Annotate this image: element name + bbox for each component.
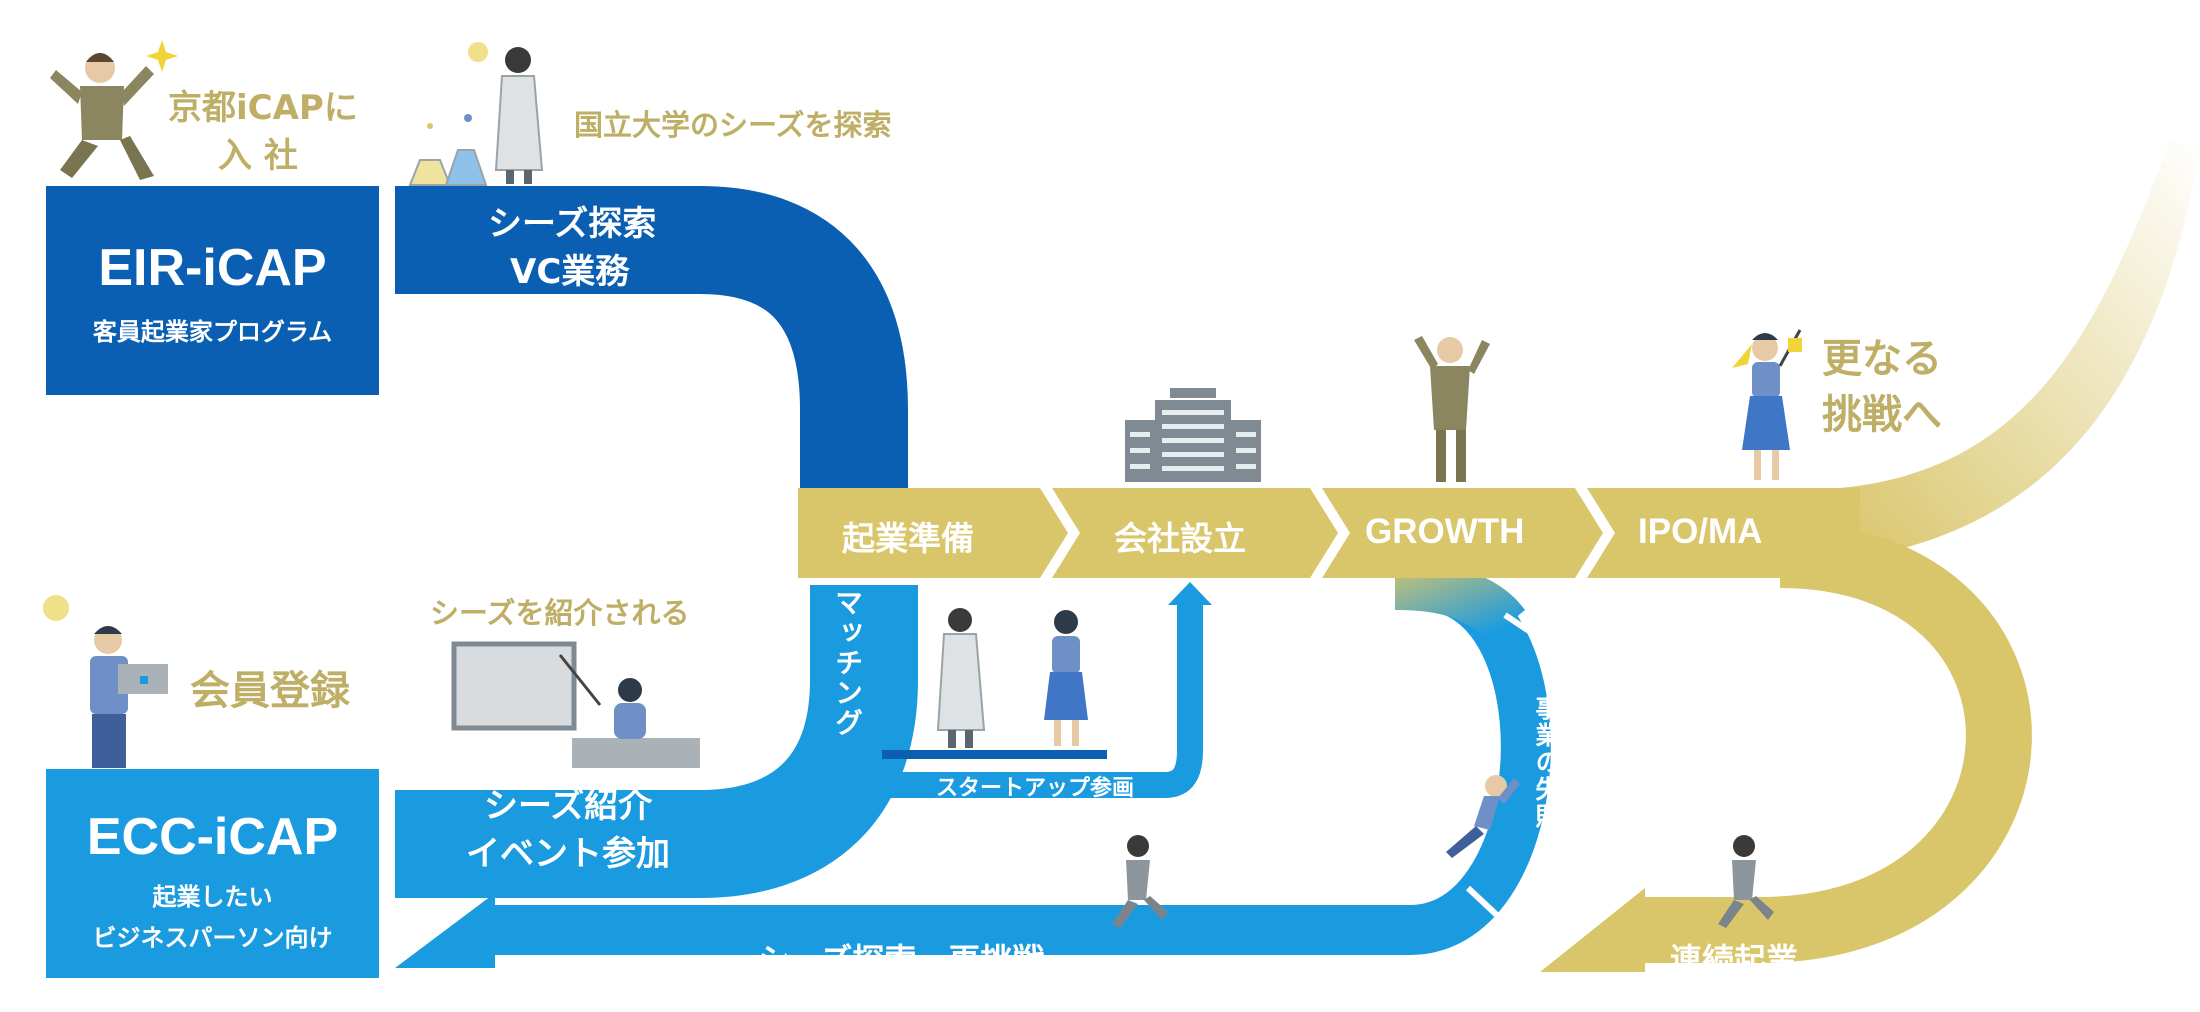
eir-program-box: EIR-iCAP 客員起業家プログラム	[46, 186, 379, 395]
serial-label: 連続起業	[1670, 941, 1799, 979]
runner-retry-icon	[1112, 835, 1168, 928]
building-icon	[1125, 388, 1261, 482]
upper-path-line1: シーズ探索	[488, 204, 657, 244]
matching-label: マッチング	[831, 588, 864, 738]
lower-path-line1: シーズ紹介	[484, 786, 653, 826]
ecc-route-band	[395, 585, 918, 898]
upper-path-caption: 国立大学のシーズを探索	[574, 108, 892, 142]
failure-split-1	[1503, 612, 1552, 648]
person-growth-icon	[1414, 336, 1490, 482]
stage-label-3: GROWTH	[1365, 512, 1525, 551]
eir-subtitle: 客員起業家プログラム	[92, 318, 333, 346]
runner-serial-icon	[1718, 835, 1774, 928]
failure-label: 事業の失敗	[1532, 695, 1561, 830]
ecc-subtitle-line2: ビジネスパーソン向け	[92, 924, 333, 952]
next-challenge-line1: 更なる	[1822, 336, 1942, 382]
stage-chevron-2	[1052, 488, 1338, 578]
startup-join-band	[880, 600, 1203, 798]
failure-loop-gradient	[1395, 560, 1525, 640]
researcher-icon	[408, 42, 544, 186]
person-joining-icon	[50, 40, 178, 180]
eir-box	[46, 186, 379, 395]
failure-split-2	[1465, 885, 1503, 921]
eir-route-band	[395, 186, 908, 495]
startup-join-arrowhead	[1168, 582, 1212, 605]
ecc-entry: 会員登録	[190, 668, 350, 714]
stage-chevron-4	[1587, 488, 1860, 578]
eir-title: EIR-iCAP	[98, 239, 327, 297]
ecc-program-box: ECC-iCAP 起業したい ビジネスパーソン向け	[46, 769, 379, 978]
stage-label-4: IPO/MA	[1638, 512, 1763, 551]
falling-person-icon	[1446, 775, 1520, 858]
lower-path-caption: シーズを紹介される	[430, 596, 690, 630]
next-challenge-line2: 挑戦へ	[1822, 392, 1942, 438]
ecc-title: ECC-iCAP	[86, 808, 339, 866]
serial-loop-band	[1640, 522, 2032, 963]
stage-chevron-3	[1322, 488, 1603, 578]
upper-path-line2: VC業務	[510, 252, 630, 292]
future-fade-band	[1840, 140, 2200, 560]
presentation-board-icon	[451, 641, 700, 768]
ecc-box	[46, 769, 379, 978]
retry-arrowhead	[395, 893, 495, 968]
lower-path-line2: イベント参加	[466, 834, 670, 874]
stage-chevron-1	[798, 488, 1068, 578]
person-with-flag-icon	[1732, 329, 1802, 480]
stage-label-2: 会社設立	[1114, 519, 1246, 558]
serial-loop-arrowhead	[1540, 888, 1645, 972]
startup-join-label: スタートアップ参画	[936, 776, 1135, 801]
member-with-laptop-icon	[43, 595, 168, 768]
matching-people-icon	[882, 608, 1107, 759]
ecc-subtitle-line1: 起業したい	[152, 883, 273, 911]
eir-entry-line1: 京都iCAPに	[168, 88, 358, 128]
eir-entry-line2: 入 社	[218, 136, 298, 176]
stage-label-1: 起業準備	[842, 519, 974, 558]
retry-label: シーズ探索・再挑戦	[758, 941, 1045, 979]
